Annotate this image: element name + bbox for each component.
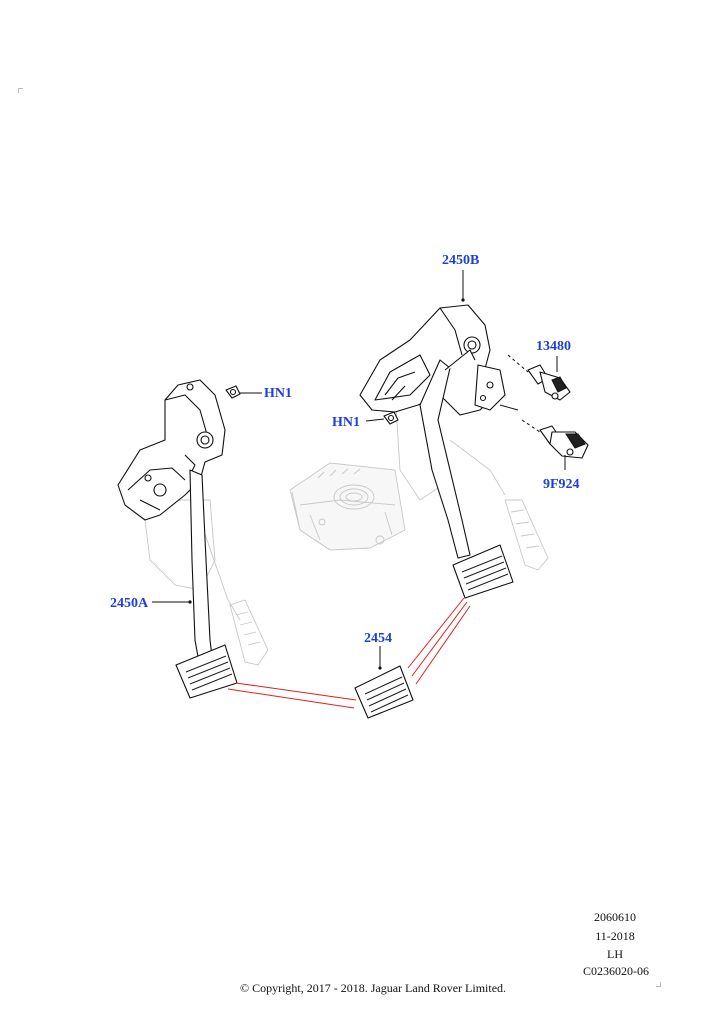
callout-13480[interactable]: 13480 [536, 339, 571, 354]
illustration-number: 2060610 [594, 910, 636, 924]
callout-2454[interactable]: 2454 [364, 631, 392, 646]
illustration-date: 11-2018 [595, 929, 635, 943]
gear-selector-module [289, 462, 406, 551]
nut-left [225, 385, 241, 399]
right-brake-pedal-assembly [359, 304, 514, 599]
brake-lamp-switch [527, 364, 571, 401]
copyright-notice: © Copyright, 2017 - 2018. Jaguar Land Ro… [239, 981, 507, 995]
crop-mark-top-left [18, 88, 23, 93]
replacement-pedal-pad [354, 665, 414, 719]
leader-lines [152, 270, 566, 670]
callout-hn1-right[interactable]: HN1 [332, 415, 360, 430]
callout-hn1-left[interactable]: HN1 [264, 386, 292, 401]
nut-right [383, 411, 399, 425]
drive-side: LH [607, 947, 623, 961]
brake-pedal-position-sensor [539, 425, 589, 459]
left-accelerator-pedal-ghost [144, 499, 269, 666]
highlight-leaders [227, 597, 471, 709]
left-brake-pedal-assembly [117, 379, 238, 699]
illustration-code: C0236020-06 [583, 964, 649, 978]
callout-2450b[interactable]: 2450B [442, 253, 480, 268]
callout-2450a[interactable]: 2450A [110, 596, 149, 611]
callout-9f924[interactable]: 9F924 [543, 477, 580, 492]
